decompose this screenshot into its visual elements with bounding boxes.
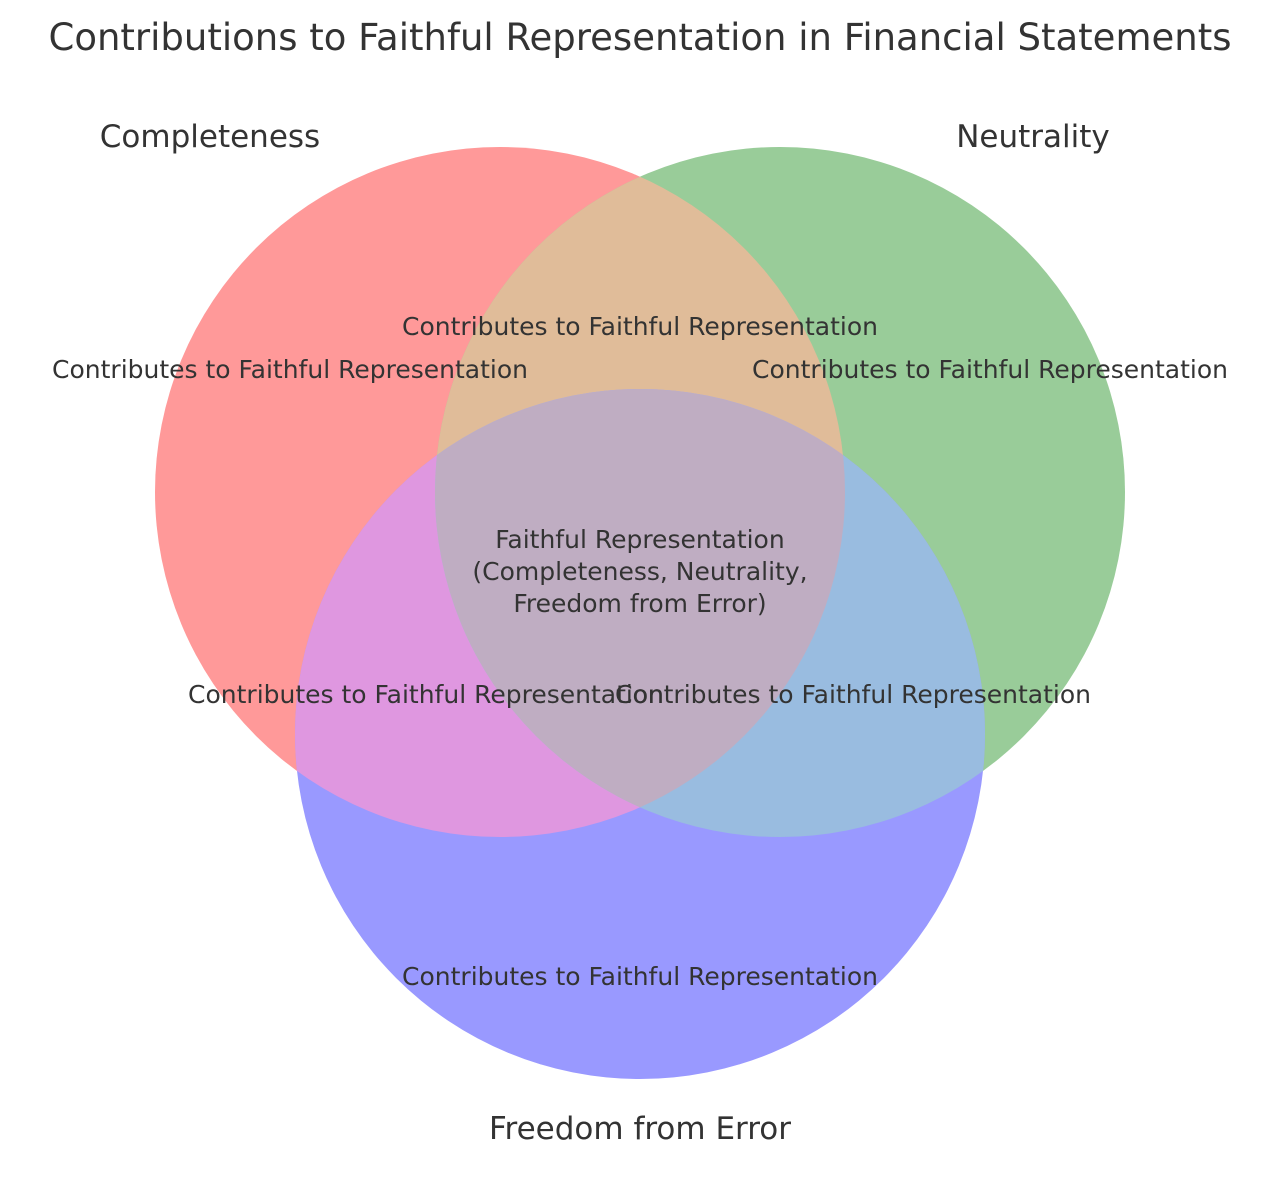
region-label-neutrality-freedom: Contributes to Faithful Representation <box>615 680 1091 709</box>
region-label-completeness-freedom: Contributes to Faithful Representation <box>188 680 664 709</box>
region-label-neutrality-only: Contributes to Faithful Representation <box>752 355 1228 384</box>
region-label-freedom-only: Contributes to Faithful Representation <box>402 962 878 991</box>
center-label-line-1: Faithful Representation <box>495 525 784 554</box>
region-label-completeness-neutrality: Contributes to Faithful Representation <box>402 312 878 341</box>
center-label-line-3: Freedom from Error) <box>513 589 766 618</box>
diagram-title: Contributions to Faithful Representation… <box>48 16 1231 59</box>
region-label-completeness-only: Contributes to Faithful Representation <box>52 355 528 384</box>
set-label-neutrality: Neutrality <box>956 119 1110 155</box>
set-label-completeness: Completeness <box>100 119 320 155</box>
overlap-all-three <box>435 389 845 837</box>
center-label-line-2: (Completeness, Neutrality, <box>472 557 807 586</box>
set-label-freedom-from-error: Freedom from Error <box>489 1111 791 1147</box>
